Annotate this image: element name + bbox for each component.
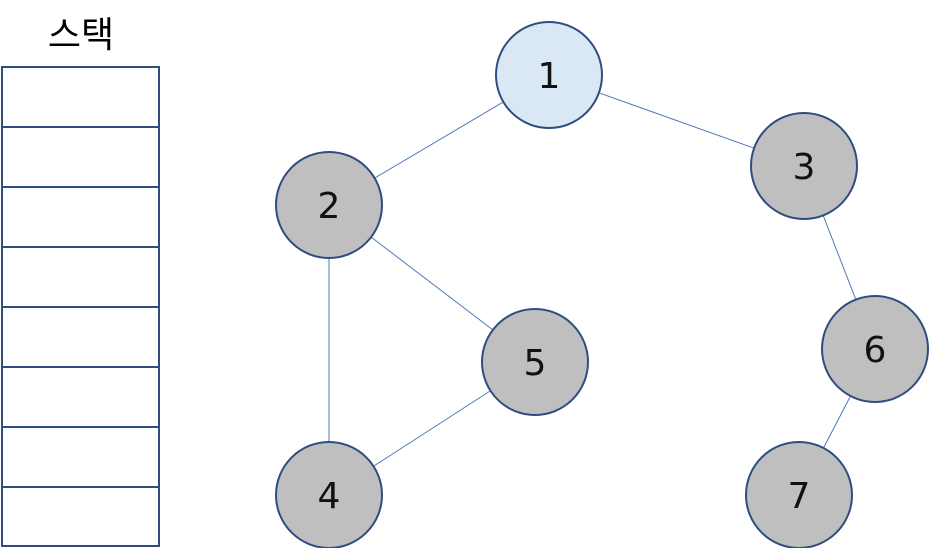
node-circle	[821, 295, 929, 403]
node-circle	[481, 308, 589, 416]
node-5: 5	[481, 308, 589, 416]
node-circle	[275, 441, 383, 548]
node-circle	[495, 21, 603, 129]
node-circle	[750, 112, 858, 220]
node-label: 6	[864, 330, 887, 371]
node-label: 1	[538, 56, 561, 97]
edge-4-5	[373, 390, 491, 467]
stack-slot	[3, 188, 158, 248]
node-label: 5	[524, 343, 547, 384]
node-circle	[745, 441, 853, 548]
node-3: 3	[750, 112, 858, 220]
node-4: 4	[275, 441, 383, 548]
stack-slot	[3, 128, 158, 188]
edge-6-7	[823, 395, 851, 449]
graph-edges	[328, 92, 857, 467]
edge-3-6	[822, 215, 857, 300]
node-circle	[275, 151, 383, 259]
node-6: 6	[821, 295, 929, 403]
stack-slot	[3, 428, 158, 488]
node-1: 1	[495, 21, 603, 129]
stack-slot	[3, 68, 158, 128]
edge-2-5	[370, 236, 494, 331]
node-label: 3	[793, 147, 816, 188]
node-2: 2	[275, 151, 383, 259]
stack-title: 스택	[47, 15, 115, 56]
stack-slot	[3, 308, 158, 368]
node-label: 7	[788, 476, 811, 517]
node-7: 7	[745, 441, 853, 548]
node-label: 4	[318, 476, 341, 517]
stack-slot	[3, 248, 158, 308]
stack	[1, 66, 160, 547]
node-label: 2	[318, 186, 341, 227]
edge-1-2	[374, 101, 504, 179]
graph-nodes: 1 2 3 4 5 6 7	[275, 21, 929, 548]
stack-slot	[3, 368, 158, 428]
edge-1-3	[598, 92, 755, 149]
